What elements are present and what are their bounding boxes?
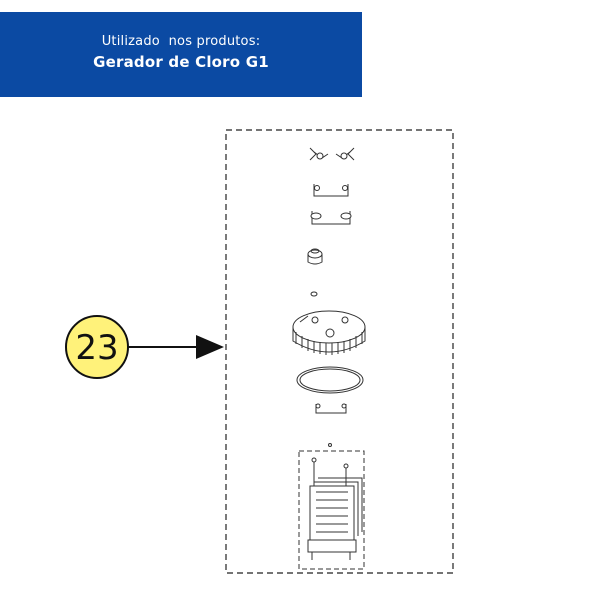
banner-subtitle: Utilizado nos produtos: <box>101 34 261 49</box>
kit-boundary <box>225 129 454 574</box>
part-u-clamp <box>313 184 349 197</box>
product-banner: Utilizado nos produtos: Gerador de Cloro… <box>0 12 362 97</box>
callout-number: 23 <box>75 328 118 368</box>
callout-arrow <box>128 335 224 359</box>
part-wing-nuts <box>309 147 355 161</box>
part-electrode-cell <box>298 450 365 570</box>
part-lid-cover <box>292 310 366 355</box>
part-o-ring <box>296 366 364 394</box>
part-small-washer <box>310 291 318 297</box>
part-cap-fitting <box>307 248 323 265</box>
callout-badge: 23 <box>65 315 129 379</box>
part-lower-clamp <box>315 403 347 447</box>
part-u-clamp-washers <box>310 211 352 225</box>
banner-product-name: Gerador de Cloro G1 <box>93 53 269 71</box>
